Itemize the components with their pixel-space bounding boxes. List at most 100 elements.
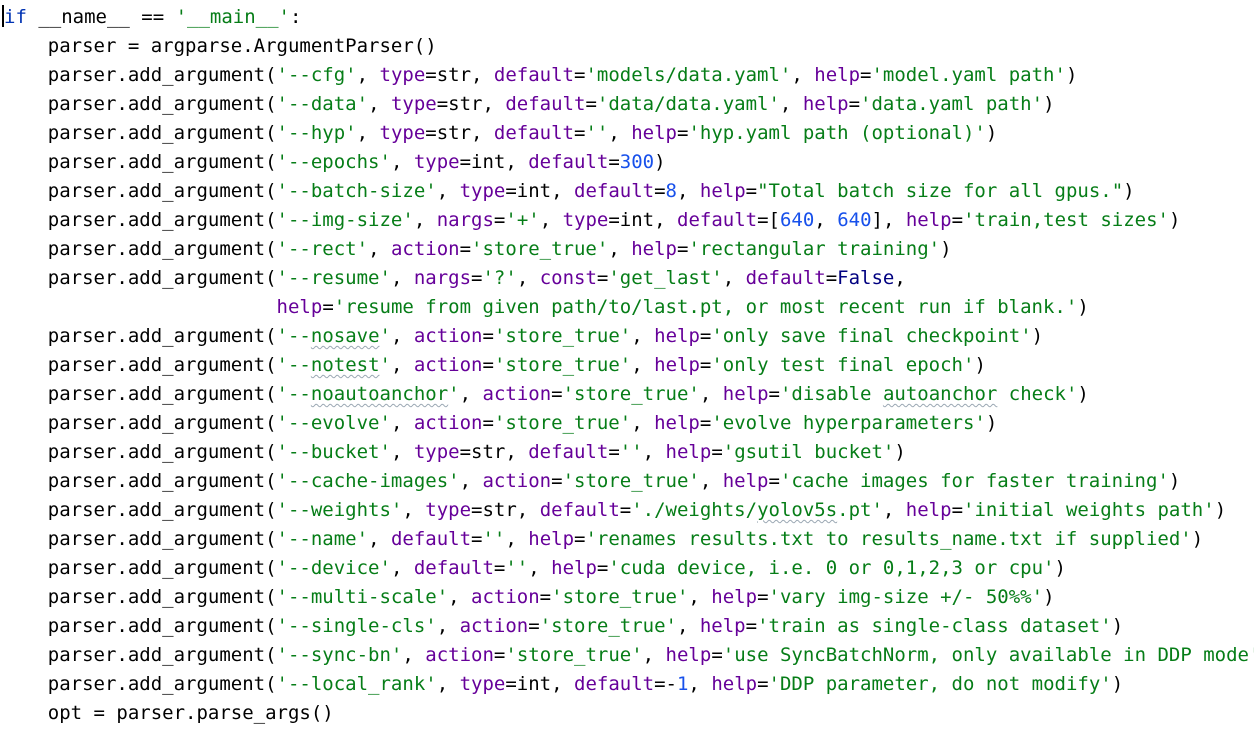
code-token-plain: =- bbox=[654, 673, 677, 695]
code-token-plain: ) bbox=[985, 122, 998, 144]
code-token-plain: parser.add_argument( bbox=[2, 64, 277, 86]
code-line[interactable]: help='resume from given path/to/last.pt,… bbox=[0, 293, 1254, 322]
code-token-plain: ) bbox=[1191, 528, 1204, 550]
code-token-string: 'use SyncBatchNorm, only available in DD… bbox=[722, 644, 1254, 666]
code-token-string: 'disable bbox=[779, 383, 883, 405]
code-token-string: 'gsutil bucket' bbox=[722, 441, 895, 463]
code-token-kwarg: default bbox=[505, 93, 586, 115]
code-line[interactable]: parser.add_argument('--img-size', nargs=… bbox=[0, 206, 1254, 235]
code-token-string-typo: noautoanchor bbox=[310, 383, 449, 405]
code-token-string: 'store_true' bbox=[493, 412, 632, 434]
code-token-plain: ) bbox=[654, 151, 666, 173]
code-token-string: 'store_true' bbox=[505, 644, 643, 666]
code-line[interactable]: if __name__ == '__main__': bbox=[0, 3, 1254, 32]
code-token-string: '--bucket' bbox=[276, 441, 391, 463]
code-token-kwarg: default bbox=[413, 557, 494, 579]
code-line[interactable]: parser.add_argument('--weights', type=st… bbox=[0, 496, 1254, 525]
code-token-kwarg: help bbox=[528, 528, 575, 550]
code-token-string: '' bbox=[619, 441, 643, 463]
code-token-plain: ) bbox=[1043, 93, 1055, 115]
text-caret bbox=[2, 5, 4, 27]
code-token-string: 'data.yaml path' bbox=[860, 93, 1044, 115]
code-token-string: '' bbox=[585, 122, 609, 144]
code-line[interactable]: parser.add_argument('--notest', action='… bbox=[0, 351, 1254, 380]
code-token-plain: = bbox=[551, 470, 563, 492]
code-line[interactable]: parser.add_argument('--cfg', type=str, d… bbox=[0, 61, 1254, 90]
code-line[interactable]: parser.add_argument('--cache-images', ac… bbox=[0, 467, 1254, 496]
code-token-plain: parser.add_argument( bbox=[2, 209, 277, 231]
code-token-plain: = bbox=[482, 354, 494, 376]
code-token-plain: ) bbox=[1111, 673, 1124, 695]
code-line[interactable]: parser.add_argument('--local_rank', type… bbox=[0, 670, 1254, 699]
code-line[interactable]: parser.add_argument('--name', default=''… bbox=[0, 525, 1254, 554]
code-token-kwarg: default bbox=[528, 151, 609, 173]
code-token-kwarg: action bbox=[471, 586, 540, 608]
code-line[interactable]: parser.add_argument('--batch-size', type… bbox=[0, 177, 1254, 206]
code-token-string-typo: yolov5s bbox=[757, 499, 838, 521]
code-line[interactable]: parser.add_argument('--single-cls', acti… bbox=[0, 612, 1254, 641]
code-token-plain: = bbox=[471, 267, 483, 289]
code-token-plain: , bbox=[436, 180, 460, 202]
code-token-string: '--sync-bn' bbox=[276, 644, 403, 666]
code-token-plain: parser = argparse.ArgumentParser() bbox=[2, 35, 437, 57]
code-token-string: '--rect' bbox=[276, 238, 369, 260]
code-token-plain: = bbox=[585, 93, 597, 115]
code-line[interactable]: parser.add_argument('--bucket', type=str… bbox=[0, 438, 1254, 467]
code-token-plain: ) bbox=[940, 238, 952, 260]
code-token-string-typo: autoanchor bbox=[882, 383, 998, 405]
code-token-string: check' bbox=[997, 383, 1078, 405]
code-token-string: '--hyp' bbox=[276, 122, 357, 144]
code-token-string: '--batch-size' bbox=[276, 180, 437, 202]
code-token-kwarg: action bbox=[459, 615, 529, 637]
code-token-plain: = bbox=[654, 180, 666, 202]
code-token-string: 'store_true' bbox=[493, 325, 632, 347]
code-token-plain: , bbox=[676, 615, 700, 637]
code-line[interactable]: parser.add_argument('--rect', action='st… bbox=[0, 235, 1254, 264]
code-line[interactable]: parser.add_argument('--evolve', action='… bbox=[0, 409, 1254, 438]
code-token-string: '--epochs' bbox=[276, 151, 391, 173]
code-line[interactable]: parser.add_argument('--multi-scale', act… bbox=[0, 583, 1254, 612]
code-line[interactable]: parser.add_argument('--resume', nargs='?… bbox=[0, 264, 1254, 293]
code-line[interactable]: parser.add_argument('--nosave', action='… bbox=[0, 322, 1254, 351]
code-line[interactable]: parser.add_argument('--noautoanchor', ac… bbox=[0, 380, 1254, 409]
code-token-plain: =int, bbox=[608, 209, 677, 231]
code-token-plain: =str, bbox=[471, 499, 540, 521]
code-token-kwarg: type bbox=[562, 209, 609, 231]
code-token-plain: = bbox=[848, 93, 861, 115]
code-token-string: ' bbox=[448, 383, 460, 405]
code-line[interactable]: parser = argparse.ArgumentParser() bbox=[0, 32, 1254, 61]
code-token-plain: , bbox=[390, 325, 414, 347]
code-token-plain: , bbox=[608, 238, 632, 260]
code-token-plain: = bbox=[825, 267, 838, 289]
code-token-kwarg: help bbox=[551, 557, 597, 579]
code-line[interactable]: parser.add_argument('--hyp', type=str, d… bbox=[0, 119, 1254, 148]
code-line[interactable]: parser.add_argument('--epochs', type=int… bbox=[0, 148, 1254, 177]
code-token-string: 'resume from given path/to/last.pt, or m… bbox=[333, 296, 1078, 318]
code-token-plain: ], bbox=[871, 209, 906, 231]
code-token-plain: parser.add_argument( bbox=[2, 557, 277, 579]
code-token-plain: parser.add_argument( bbox=[2, 615, 277, 637]
code-token-plain: ) bbox=[1168, 470, 1181, 492]
code-token-number: 640 bbox=[779, 209, 815, 231]
code-line[interactable]: parser.add_argument('--sync-bn', action=… bbox=[0, 641, 1254, 670]
code-token-plain: , bbox=[631, 412, 655, 434]
code-token-plain: = bbox=[574, 122, 586, 144]
code-token-string: '' bbox=[482, 528, 506, 550]
code-token-string: 'store_true' bbox=[539, 615, 677, 637]
code-token-number: 640 bbox=[837, 209, 872, 231]
code-token-plain: , bbox=[368, 528, 391, 550]
code-token-string: '--single-cls' bbox=[276, 615, 437, 637]
code-token-string: '--weights' bbox=[276, 499, 403, 521]
code-line[interactable]: parser.add_argument('--device', default=… bbox=[0, 554, 1254, 583]
code-token-plain: , bbox=[631, 354, 655, 376]
code-token-plain: parser.add_argument( bbox=[2, 151, 277, 173]
code-token-plain: = bbox=[539, 586, 552, 608]
code-line[interactable]: parser.add_argument('--data', type=str, … bbox=[0, 90, 1254, 119]
code-token-plain: parser.add_argument( bbox=[2, 441, 277, 463]
code-token-plain: , bbox=[390, 412, 414, 434]
code-token-plain: = bbox=[493, 644, 506, 666]
code-line[interactable]: opt = parser.parse_args() bbox=[0, 699, 1254, 728]
code-token-kwarg: type bbox=[413, 151, 460, 173]
code-token-plain: , bbox=[390, 354, 414, 376]
